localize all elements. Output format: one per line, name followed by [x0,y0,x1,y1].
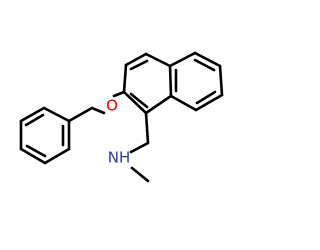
bond-c2-c1-double [129,92,149,109]
bond-c8a-c4a [168,64,173,98]
bond-c5-c6-double [193,58,216,72]
aminomethyl-chain [129,111,150,183]
naphthalene-left-ring [122,52,173,115]
bond-p5-p6 [43,147,71,165]
bond-c8-c8a [169,94,198,112]
bond-c5-c6 [193,51,222,68]
bond-p2-p3-double [24,113,45,127]
bond-c7-c8 [194,93,224,112]
bond-c6-c7 [218,64,224,97]
bond-c4a-c5 [168,51,197,68]
bond-c4a-c4 [144,52,172,68]
bond-c2-c1 [122,90,148,115]
naphthalene-right-ring [168,51,224,112]
bond-c3-c2 [122,63,128,94]
bond-c3-c3-double [129,59,149,71]
bond-p4-p5-double [25,144,47,158]
benzyl-phenyl-ring [19,106,71,165]
bond-p2-p3 [19,106,46,123]
molecule-structure: O NH [19,51,224,183]
ether-linkage [67,90,126,123]
bond-c1-c8a [144,94,173,115]
bond-o-ch2 [90,106,106,115]
structure-canvas: O NH [19,51,224,183]
bond-c7-c8-double [195,90,217,105]
bond-c1-ch2 [144,111,150,145]
bond-ch2-n [129,141,150,154]
bond-n-ch3 [130,166,150,183]
bond-ch2-phenyl [67,106,94,123]
oxygen-atom-label: O [106,97,118,115]
bond-p4-p5 [19,147,47,165]
bond-p1-p2 [42,106,71,123]
bond-c2-o [112,90,126,98]
nitrogen-atom-label: NH [108,149,131,167]
bond-c4-c3 [124,52,148,67]
